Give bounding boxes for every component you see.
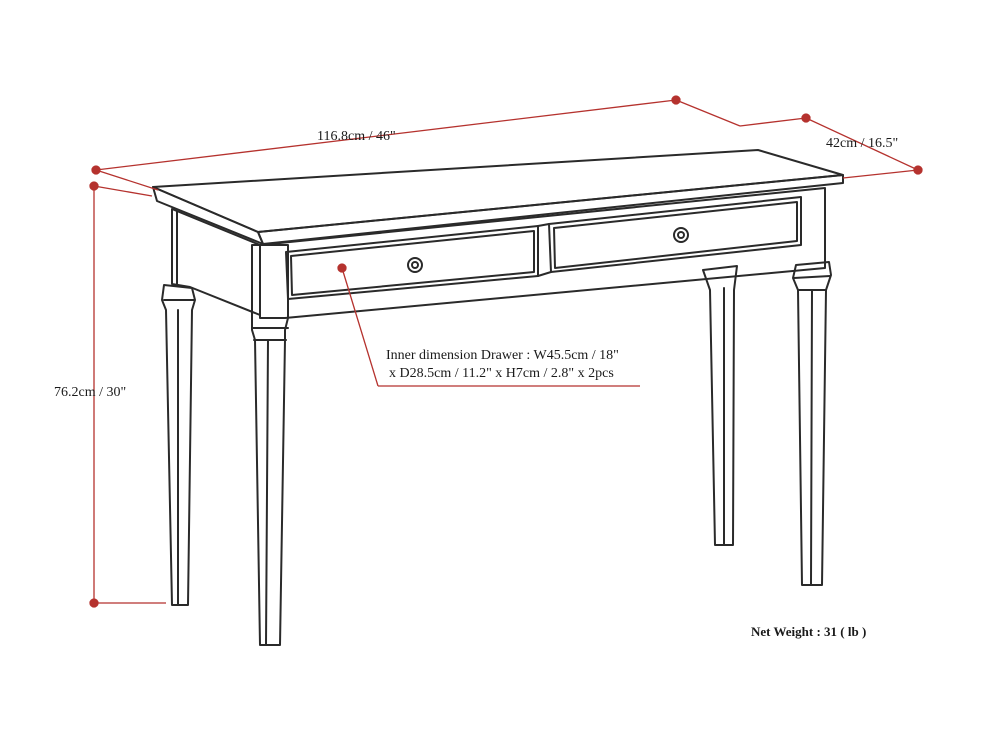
width-dimension-label: 116.8cm / 46" [317,129,396,144]
left-apron [171,208,261,316]
right-drawer-knob [673,227,689,243]
height-dimension-dot-bottom [89,598,99,608]
front-apron [259,187,826,319]
drawer-note-line-2: x D28.5cm / 11.2" x H7cm / 2.8" x 2pcs [389,366,614,381]
depth-dimension-line [805,117,919,171]
depth-dimension-dot-bottom [913,165,923,175]
depth-dimension-label: 42cm / 16.5" [826,136,899,151]
left-drawer-knob [407,257,423,273]
front-left-leg [251,244,289,646]
net-weight-label: Net Weight : 31 ( lb ) [751,624,867,639]
height-dimension-label: 76.2cm / 30" [54,385,127,400]
drawer-dimension-note: Inner dimension Drawer : W45.5cm / 18" x… [386,347,619,383]
back-left-leg [161,284,196,606]
right-drawer [548,196,802,273]
width-dimension-dot-left [91,165,101,175]
height-dimension-dot-top [89,181,99,191]
drawer-leader-line [341,267,379,387]
drawer-note-line-1: Inner dimension Drawer : W45.5cm / 18" [386,348,619,363]
depth-dimension-dot-top [801,113,811,123]
width-dimension-line [95,99,677,171]
back-right-leg [702,265,738,546]
front-right-leg [792,261,832,586]
width-dimension-dot-right [671,95,681,105]
